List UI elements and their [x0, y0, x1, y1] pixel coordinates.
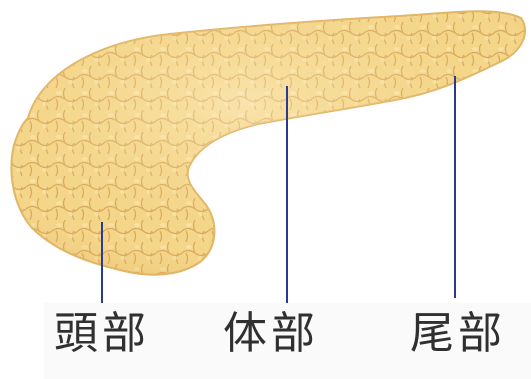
label-head: 頭部 [54, 312, 150, 356]
label-tail: 尾部 [410, 312, 506, 356]
label-body: 体部 [223, 312, 319, 356]
